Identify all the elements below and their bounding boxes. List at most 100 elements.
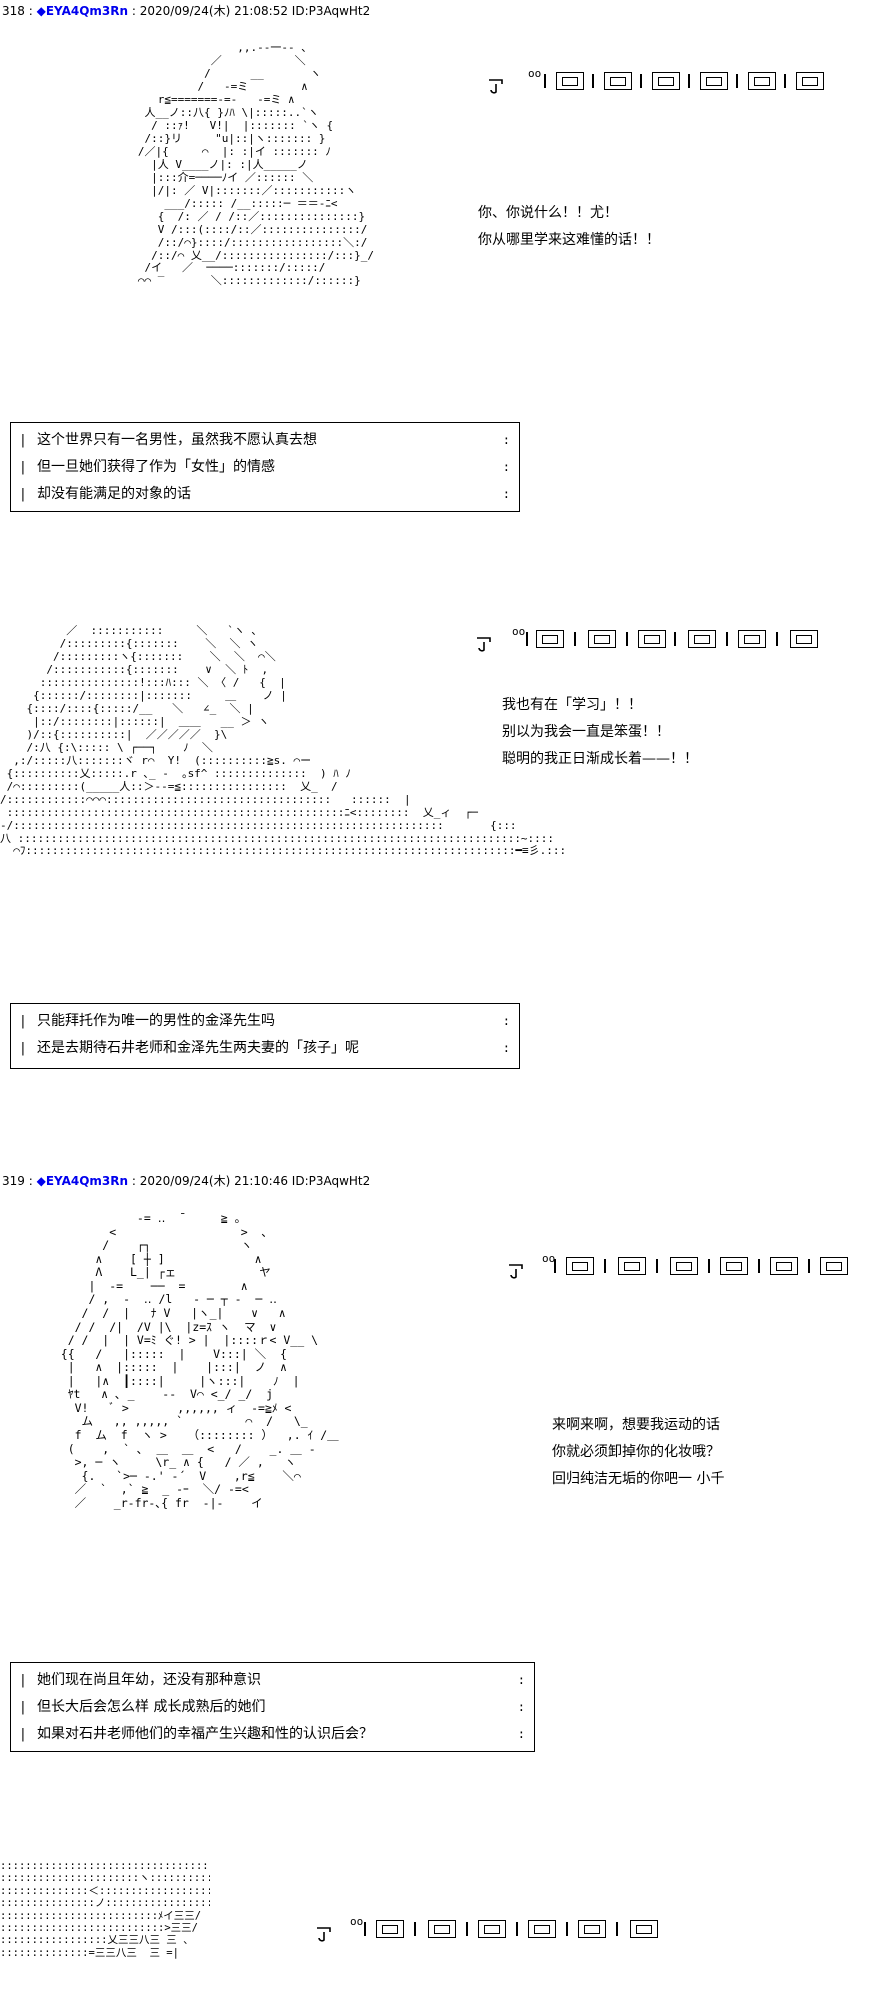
narration-line: 却没有能满足的对象的话: [11, 481, 519, 508]
box-icon: [770, 1257, 798, 1275]
separator: :: [128, 4, 136, 18]
box-icon: [688, 630, 716, 648]
divider: [604, 1259, 606, 1273]
speech-text: 你、你说什么！！尤！ 你从哪里学来这难懂的话！！: [478, 200, 660, 254]
divider: [574, 632, 576, 646]
divider: [526, 632, 528, 646]
thought-bubble-row: oo: [508, 1253, 878, 1281]
divider: [466, 1922, 468, 1936]
narration-line: 还是去期待石井老师和金泽先生两夫妻的「孩子」呢: [11, 1035, 519, 1062]
thought-hook-icon: [509, 1264, 523, 1279]
box-icon: [796, 72, 824, 90]
divider: [616, 1922, 618, 1936]
divider: [776, 632, 778, 646]
narration-box: 这个世界只有一名男性，虽然我不愿认真去想 但一旦她们获得了作为「女性」的情感 却…: [10, 422, 520, 512]
narration-line: 如果对石井老师他们的幸福产生兴趣和性的认识后会？: [11, 1721, 534, 1748]
thought-hook-icon: [477, 637, 491, 652]
speech-text: 我也有在「学习」！！ 别以为我会一直是笨蛋！！ 聪明的我正日渐成长着——！！: [502, 692, 698, 773]
thought-bubble-icon: oo: [350, 1915, 364, 1928]
box-icon: [618, 1257, 646, 1275]
divider: [544, 74, 546, 88]
thought-bubble-icon: oo: [542, 1252, 556, 1265]
speech-line: 别以为我会一直是笨蛋！！: [502, 724, 670, 740]
thought-hook-icon: [317, 1927, 331, 1942]
thought-bubble-row: oo: [488, 68, 868, 96]
narration-line: 只能拜托作为唯一的男性的金泽先生吗: [11, 1008, 519, 1035]
box-icon: [376, 1920, 404, 1938]
speech-line: 我也有在「学习」！！: [502, 697, 642, 713]
post-header: 318 : ◆EYA4Qm3Rn : 2020/09/24(木) 21:08:5…: [2, 2, 370, 19]
narration-box: 她们现在尚且年幼，还没有那种意识 但长大后会怎么样 成长成熟后的她们 如果对石井…: [10, 1662, 535, 1752]
post-number: 318: [2, 4, 25, 18]
box-icon: [700, 72, 728, 90]
narration-line: 她们现在尚且年幼，还没有那种意识: [11, 1667, 534, 1694]
trip-marker: ◆: [36, 4, 46, 18]
thought-bubble-row: oo: [476, 626, 866, 654]
box-icon: [638, 630, 666, 648]
divider: [708, 1259, 710, 1273]
divider: [640, 74, 642, 88]
box-icon: [566, 1257, 594, 1275]
separator: :: [128, 1174, 136, 1188]
speech-line: 你从哪里学来这难懂的话！！: [478, 232, 660, 248]
divider: [726, 632, 728, 646]
box-icon: [428, 1920, 456, 1938]
divider: [784, 74, 786, 88]
poster-name[interactable]: EYA4Qm3Rn: [45, 4, 129, 18]
divider: [414, 1922, 416, 1936]
speech-line: 聪明的我正日渐成长着——！！: [502, 751, 698, 767]
divider: [688, 74, 690, 88]
post-number: 319: [2, 1174, 25, 1188]
post-meta: 2020/09/24(木) 21:08:52 ID:P3AqwHt2: [139, 4, 371, 18]
divider: [674, 632, 676, 646]
box-icon: [604, 72, 632, 90]
divider: [364, 1922, 366, 1936]
thought-hook-icon: [489, 79, 503, 94]
box-icon: [588, 630, 616, 648]
box-icon: [556, 72, 584, 90]
box-icon: [820, 1257, 848, 1275]
divider: [592, 74, 594, 88]
box-icon: [670, 1257, 698, 1275]
ascii-art-character: ／ ::::::::::: ＼ `ヽ ､ /:::::::::{::::::: …: [0, 625, 567, 858]
separator: :: [24, 1174, 33, 1188]
trip-marker: ◆: [36, 1174, 46, 1188]
post-header: 319 : ◆EYA4Qm3Rn : 2020/09/24(木) 21:10:4…: [2, 1172, 370, 1189]
divider: [566, 1922, 568, 1936]
divider: [554, 1259, 556, 1273]
ascii-art-character: ::::::::::::::::::::::::::::::::::::::＼ …: [0, 1860, 210, 1959]
ascii-art-character: ,,.-‐一‐- 、 ／ ＼ / __ ヽ / -=ミ ∧ r≦=======-…: [137, 42, 375, 288]
poster-name[interactable]: EYA4Qm3Rn: [45, 1174, 129, 1188]
box-icon: [652, 72, 680, 90]
box-icon: [790, 630, 818, 648]
divider: [736, 74, 738, 88]
divider: [656, 1259, 658, 1273]
thought-bubble-icon: oo: [512, 625, 526, 638]
box-icon: [720, 1257, 748, 1275]
narration-line: 但长大后会怎么样 成长成熟后的她们: [11, 1694, 534, 1721]
speech-line: 来啊来啊，想要我运动的话: [552, 1417, 720, 1433]
divider: [808, 1259, 810, 1273]
box-icon: [630, 1920, 658, 1938]
speech-line: 回归纯洁无垢的你吧一 小千: [552, 1471, 725, 1487]
narration-line: 但一旦她们获得了作为「女性」的情感: [11, 454, 519, 481]
separator: :: [24, 4, 33, 18]
divider: [758, 1259, 760, 1273]
speech-line: 你就必须卸掉你的化妆哦？: [552, 1444, 720, 1460]
box-icon: [748, 72, 776, 90]
divider: [626, 632, 628, 646]
thought-bubble-row: oo: [316, 1916, 706, 1944]
speech-line: 你、你说什么！！尤！: [478, 205, 618, 221]
narration-box: 只能拜托作为唯一的男性的金泽先生吗 还是去期待石井老师和金泽先生两夫妻的「孩子」…: [10, 1003, 520, 1069]
box-icon: [578, 1920, 606, 1938]
ascii-art-character: -= ‥ ¯ ≧ 。 < > ､ / ┌┐ ヽ ∧ [ ┼ ] ∧ Λ L_| …: [60, 1212, 339, 1510]
box-icon: [478, 1920, 506, 1938]
box-icon: [738, 630, 766, 648]
box-icon: [528, 1920, 556, 1938]
narration-line: 这个世界只有一名男性，虽然我不愿认真去想: [11, 427, 519, 454]
box-icon: [536, 630, 564, 648]
post-meta: 2020/09/24(木) 21:10:46 ID:P3AqwHt2: [139, 1174, 371, 1188]
thought-bubble-icon: oo: [528, 67, 542, 80]
divider: [516, 1922, 518, 1936]
speech-text: 来啊来啊，想要我运动的话 你就必须卸掉你的化妆哦？ 回归纯洁无垢的你吧一 小千: [552, 1412, 724, 1493]
